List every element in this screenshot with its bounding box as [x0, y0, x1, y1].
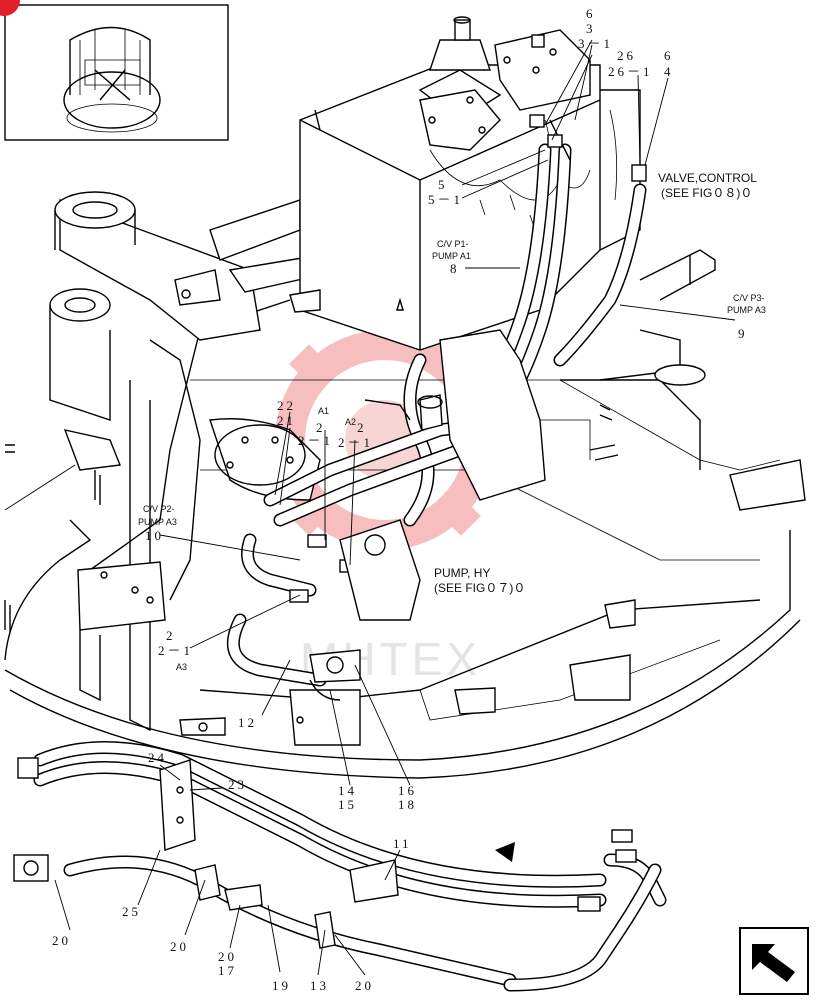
callout: 14 [338, 783, 357, 798]
callout: 9 [738, 326, 748, 341]
callout: 4 [664, 64, 674, 79]
callout: 21 [277, 413, 296, 428]
port-a3-label: A3 [176, 662, 187, 672]
callout: 16 [398, 783, 417, 798]
leader-lines [4, 39, 736, 976]
callout: 20 [170, 939, 189, 954]
cvp2-label: C/V P2- [143, 504, 175, 514]
valve-control-ref: (SEE FIG０８)０ [661, 186, 752, 200]
callout: 25 [122, 904, 141, 919]
callout: 26－1 [608, 64, 653, 79]
text-labels: VALVE,CONTROL (SEE FIG０８)０ C/V P1- PUMP … [138, 171, 766, 672]
next-page-arrow-icon[interactable] [739, 927, 809, 995]
callout: 22 [277, 398, 296, 413]
callout: 5－1 [428, 192, 463, 207]
callout-numbers: 6 3 3－1 26 6 26－1 4 5 5－1 8 9 22 21 2 2 … [52, 6, 748, 993]
callout: 23 [228, 777, 247, 792]
callout: 20 [52, 933, 71, 948]
lower-hose-assembly [13, 741, 667, 992]
callout: 19 [272, 978, 291, 993]
callout: 2 [357, 420, 367, 435]
callout: 3 [586, 21, 596, 36]
callout: 2－1 [298, 433, 333, 448]
callout: 2 [166, 628, 176, 643]
cvp1-pump-label: PUMP A1 [432, 251, 471, 261]
callout: 2－1 [158, 643, 193, 658]
badge-dot [0, 0, 20, 16]
callout: 12 [238, 715, 257, 730]
callout: 18 [398, 797, 417, 812]
cvp2-pump-label: PUMP A3 [138, 517, 177, 527]
callout: 10 [145, 528, 164, 543]
callout: 26 [617, 48, 636, 63]
valve-control-label: VALVE,CONTROL [658, 171, 757, 185]
callout: 5 [438, 177, 448, 192]
callout: 24 [148, 750, 167, 765]
pump-area [289, 329, 546, 746]
port-a1-label: A1 [318, 406, 329, 416]
callout: 8 [450, 261, 460, 276]
port-a2-label: A2 [345, 417, 356, 427]
callout: 20 [218, 949, 237, 964]
callout: 11 [393, 836, 412, 851]
cvp1-label: C/V P1- [437, 239, 469, 249]
upper-frame [4, 191, 806, 779]
callout: 3－1 [578, 36, 613, 51]
cvp3-pump-label: PUMP A3 [727, 305, 766, 315]
callout: 6 [586, 6, 596, 21]
callout: 13 [310, 978, 329, 993]
callout: 15 [338, 797, 357, 812]
callout: 6 [664, 48, 674, 63]
cvp3-label: C/V P3- [733, 293, 765, 303]
callout: 2 [316, 420, 326, 435]
pump-hy-label: PUMP, HY [434, 566, 490, 580]
callout: 2－1 [338, 435, 373, 450]
callout: 17 [218, 963, 237, 978]
pump-hy-ref: (SEE FIG０７)０ [434, 581, 525, 595]
callout: 20 [355, 978, 374, 993]
thumbnail-inset [4, 4, 229, 141]
